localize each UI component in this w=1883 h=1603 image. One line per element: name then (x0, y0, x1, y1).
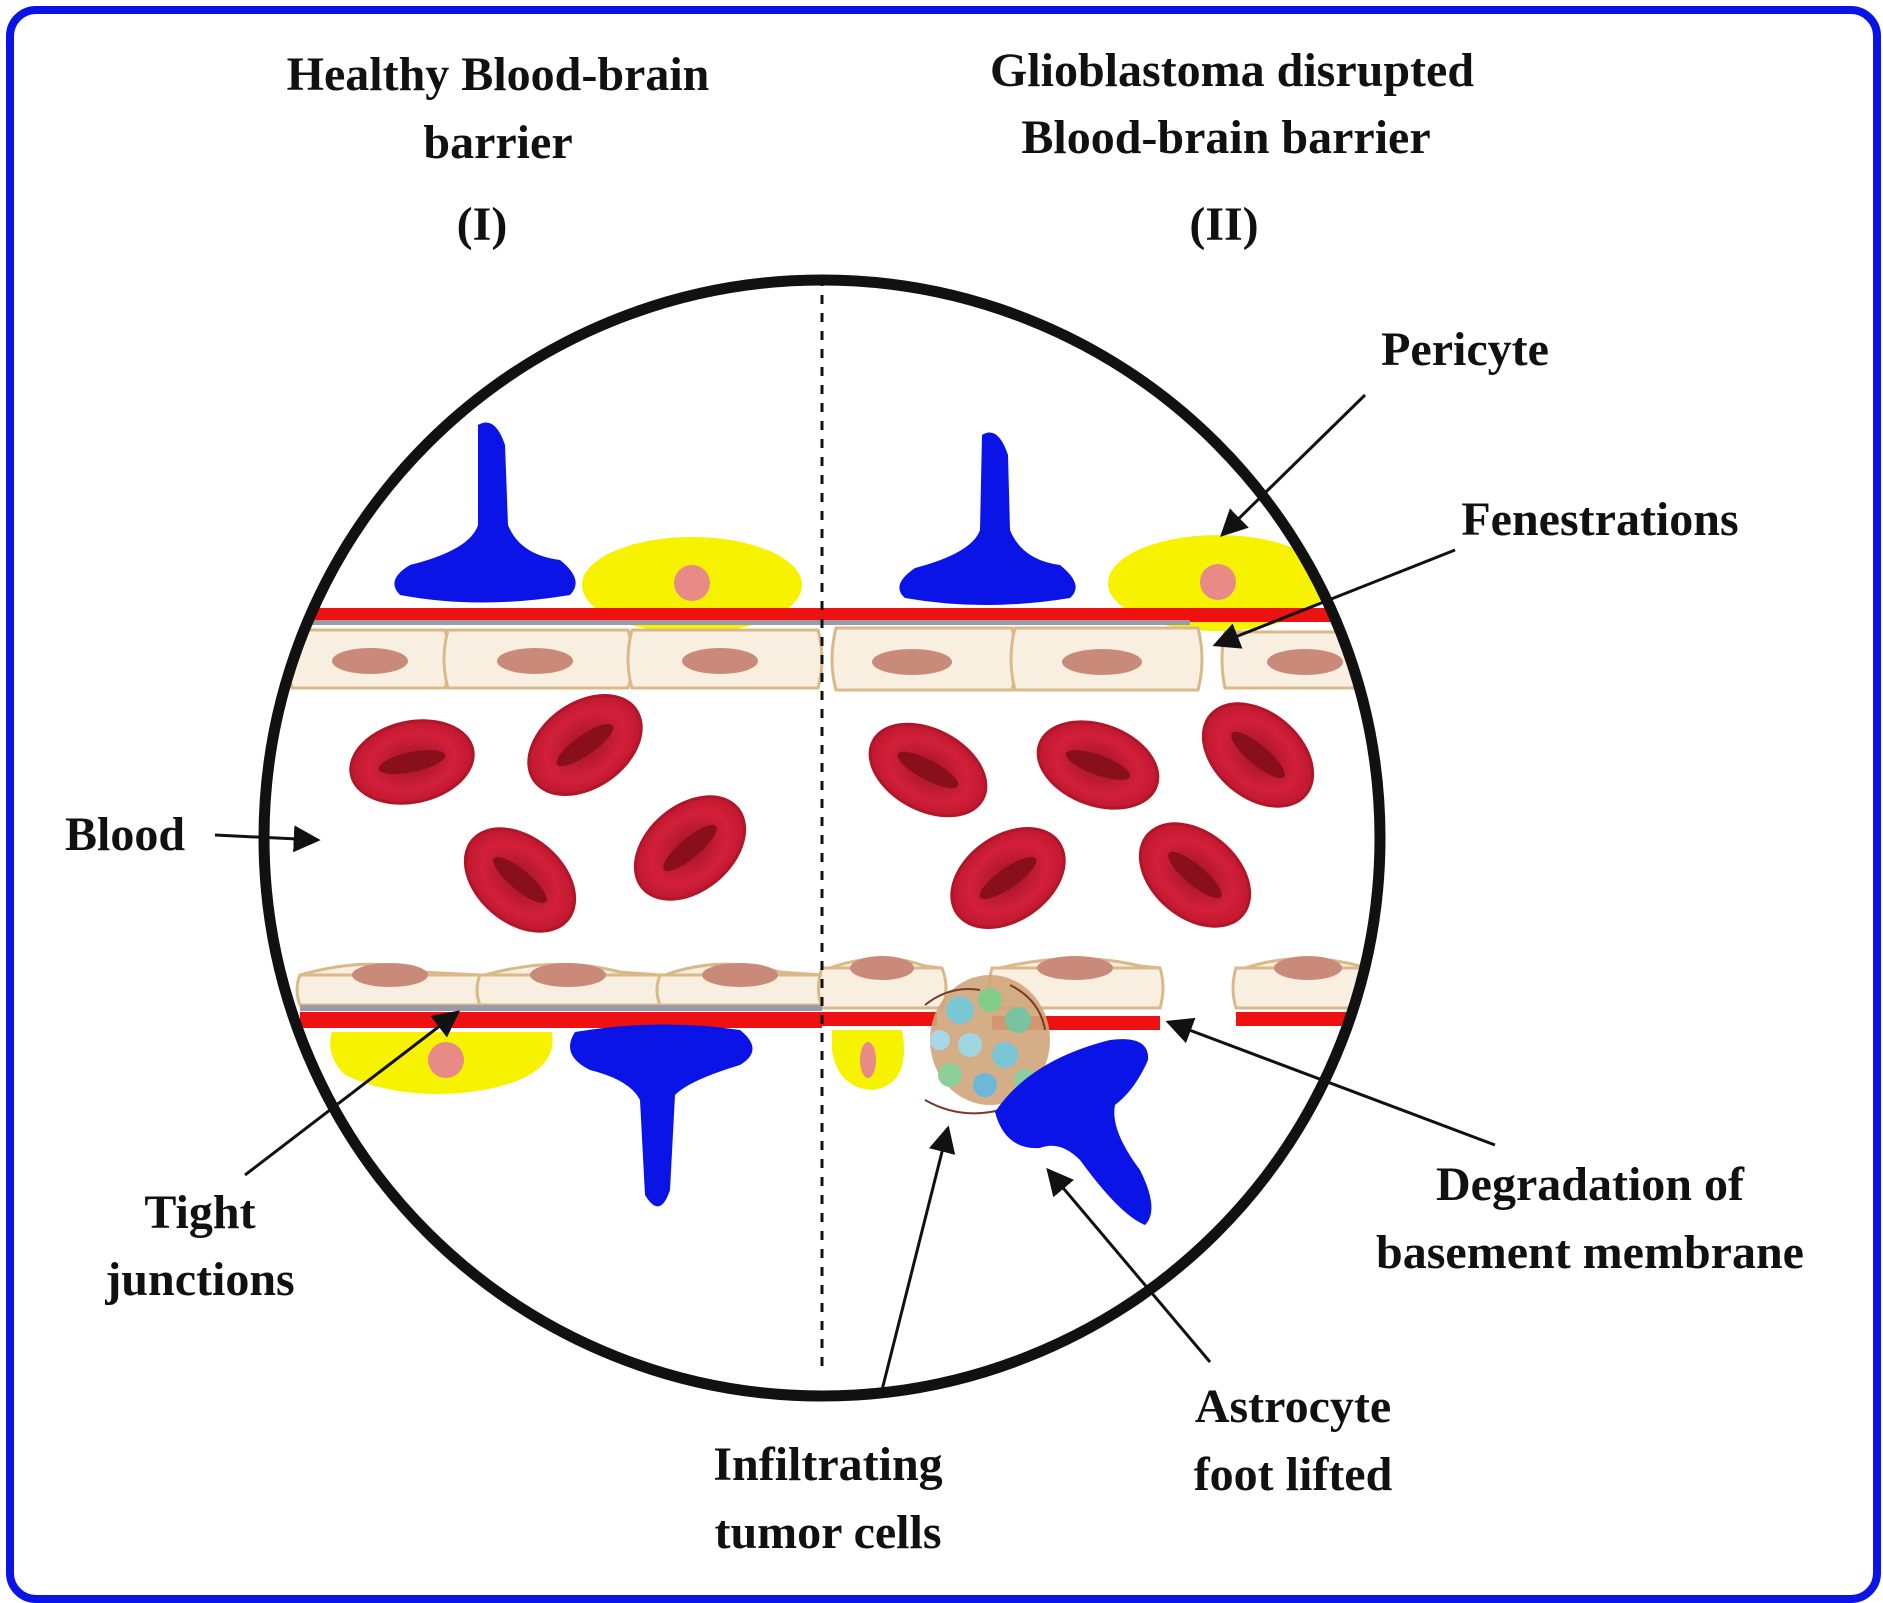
label-astrocyte-line1: Astrocyte (1195, 1380, 1391, 1433)
healthy-numeral: (I) (457, 198, 508, 251)
basement-membrane-bottom-mid1 (822, 1012, 937, 1026)
astrocyte-lifted (995, 1039, 1152, 1225)
label-blood: Blood (65, 808, 185, 861)
label-fenestrations: Fenestrations (1461, 493, 1738, 546)
label-tight-line1: Tight (144, 1186, 255, 1239)
label-astrocyte-line2: foot lifted (1194, 1448, 1393, 1501)
pericyte-nucleus (674, 565, 710, 601)
endothelial-nuclei-top (332, 648, 1343, 675)
astrocyte-top-right (899, 432, 1076, 605)
label-degradation-line1: Degradation of (1436, 1158, 1745, 1211)
arrow-tight (244, 1010, 461, 1177)
endothelial-nuclei-bottom (352, 956, 1342, 987)
label-pericyte: Pericyte (1381, 323, 1549, 376)
pericyte-nucleus (860, 1042, 876, 1078)
astrocyte-top-left (394, 422, 576, 603)
callout-arrows (214, 393, 1496, 1399)
arrow-infiltrating (878, 1125, 956, 1399)
arrow-fenestrations (1212, 548, 1456, 649)
arrow-degradation (1165, 1017, 1496, 1147)
pericyte-nucleus (1200, 564, 1236, 600)
vessel-section (264, 280, 1380, 1375)
basement-membrane-bottom-gray (300, 1005, 822, 1011)
healthy-title-line1: Healthy Blood-brain (287, 48, 710, 101)
disrupted-numeral: (II) (1189, 198, 1258, 251)
red-blood-cells (349, 694, 1315, 933)
astrocyte-bottom-left (570, 1024, 753, 1207)
disrupted-title-line1: Glioblastoma disrupted (990, 44, 1474, 97)
label-degradation-line2: basement membrane (1376, 1226, 1804, 1279)
basement-membrane-bottom-left (300, 1012, 822, 1028)
basement-membrane-top (264, 608, 1380, 622)
arrow-blood (214, 825, 321, 853)
basement-membrane-bottom-right (1236, 1012, 1380, 1026)
endothelial-layer-bottom (295, 956, 1380, 1010)
label-infiltrating-line1: Infiltrating (713, 1438, 942, 1491)
healthy-title-line2: barrier (423, 116, 572, 169)
label-tight-line2: junctions (104, 1253, 294, 1306)
arrow-pericyte (1220, 393, 1367, 537)
label-infiltrating-line2: tumor cells (714, 1506, 941, 1559)
disrupted-title-line2: Blood-brain barrier (1021, 111, 1430, 164)
endothelial-layer-top (286, 626, 1380, 692)
arrow-astrocyte (1046, 1167, 1212, 1363)
pericyte-nucleus (428, 1042, 464, 1078)
basement-membrane-top-gray (290, 620, 1190, 625)
